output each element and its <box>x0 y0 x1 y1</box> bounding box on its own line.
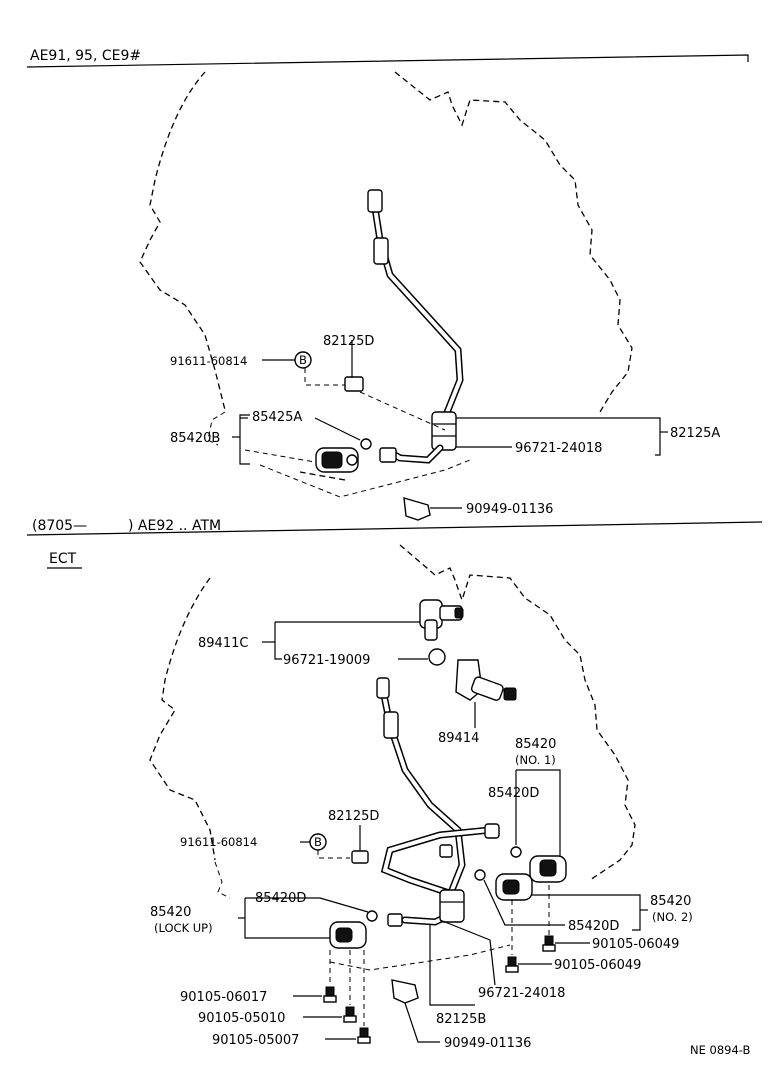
label-82125b: 82125B <box>436 1012 486 1027</box>
label-96721-24018-2: 96721-24018 <box>478 986 565 1001</box>
label-85420-no1: 85420 <box>515 737 556 752</box>
section-1-header: AE91, 95, CE9# <box>30 48 141 64</box>
solenoid-85420-no2 <box>495 873 533 901</box>
label-85420-no1-note: (NO. 1) <box>515 753 556 767</box>
label-85420-no2: 85420 <box>650 894 691 909</box>
label-89414: 89414 <box>438 731 479 746</box>
connector-body-2 <box>439 889 465 923</box>
label-85420b: 85420B <box>170 431 220 446</box>
wire-branch-1 <box>380 826 494 899</box>
oring-85425a <box>360 438 372 450</box>
label-85420d-top: 85420D <box>488 786 539 801</box>
solenoid-85420b <box>315 447 359 473</box>
label-85420-no2-note: (NO. 2) <box>652 910 693 924</box>
bolt-90105-06017 <box>323 986 337 1003</box>
bracket-90949-1 <box>403 497 431 521</box>
label-90105-06049-b: 90105-06049 <box>554 958 641 973</box>
circle-b-label-2: B <box>314 835 322 849</box>
section-2-header-prefix: (8705— <box>32 518 87 534</box>
bolt-90105-05007 <box>357 1027 371 1044</box>
bracket-90949-2 <box>391 979 419 1004</box>
solenoid-85420-lockup <box>329 921 367 949</box>
wire-grommet <box>373 237 389 265</box>
outline-lower-1 <box>259 459 471 498</box>
section-1: AE91, 95, CE9# B <box>26 48 749 521</box>
clamp-82125d-1 <box>344 376 364 392</box>
label-90105-06017: 90105-06017 <box>180 990 267 1005</box>
solenoid-85420-no1 <box>529 855 567 883</box>
connector-body-1 <box>431 411 457 451</box>
label-91611-60814-2: 91611-60814 <box>180 835 257 849</box>
oring-85420d-right <box>474 869 486 881</box>
label-85420d-right: 85420D <box>568 919 619 934</box>
label-90105-06049-a: 90105-06049 <box>592 937 679 952</box>
label-90105-05007: 90105-05007 <box>212 1033 299 1048</box>
sensor-89411c <box>419 599 464 641</box>
bolt-90105-06049-b <box>505 956 519 973</box>
section-2-header-suffix: ) AE92 .. ATM <box>128 518 221 534</box>
transmission-case-outline-2 <box>149 544 636 881</box>
oring-96721-19009 <box>428 648 446 666</box>
label-91611-60814-1: 91611-60814 <box>170 354 247 368</box>
label-96721-19009: 96721-19009 <box>283 653 370 668</box>
label-85420-lockup: 85420 <box>150 905 191 920</box>
circle-b-label-1: B <box>299 353 307 367</box>
bolt-90105-06049-a <box>542 935 556 952</box>
label-82125d-2: 82125D <box>328 809 379 824</box>
label-90105-05010: 90105-05010 <box>198 1011 285 1026</box>
connector-plug-1 <box>379 447 397 463</box>
oring-85420d-top <box>510 846 522 858</box>
section-2-rule <box>26 521 763 536</box>
transmission-case-outline-1 <box>139 71 633 481</box>
label-89411c: 89411C <box>198 636 248 651</box>
oring-85420d-left <box>366 910 378 922</box>
section-2: (8705— ) AE92 .. ATM ECT <box>26 518 763 1051</box>
wire-end-cap <box>367 189 383 213</box>
label-85420-lockup-note: (LOCK UP) <box>154 921 213 935</box>
label-90949-01136-1: 90949-01136 <box>466 502 553 517</box>
label-85425a: 85425A <box>252 410 302 425</box>
sensor-89414 <box>455 659 517 701</box>
section-1-rule <box>26 54 749 68</box>
label-82125a: 82125A <box>670 426 720 441</box>
section-2-subheader: ECT <box>49 551 77 567</box>
footer-code: NE 0894-B <box>690 1043 751 1057</box>
label-96721-24018-1: 96721-24018 <box>515 441 602 456</box>
label-82125d-1: 82125D <box>323 334 374 349</box>
bolt-90105-05010 <box>343 1006 357 1023</box>
clamp-82125d-2 <box>351 850 369 864</box>
label-85420d-left: 85420D <box>255 891 306 906</box>
label-90949-01136-2: 90949-01136 <box>444 1036 531 1051</box>
